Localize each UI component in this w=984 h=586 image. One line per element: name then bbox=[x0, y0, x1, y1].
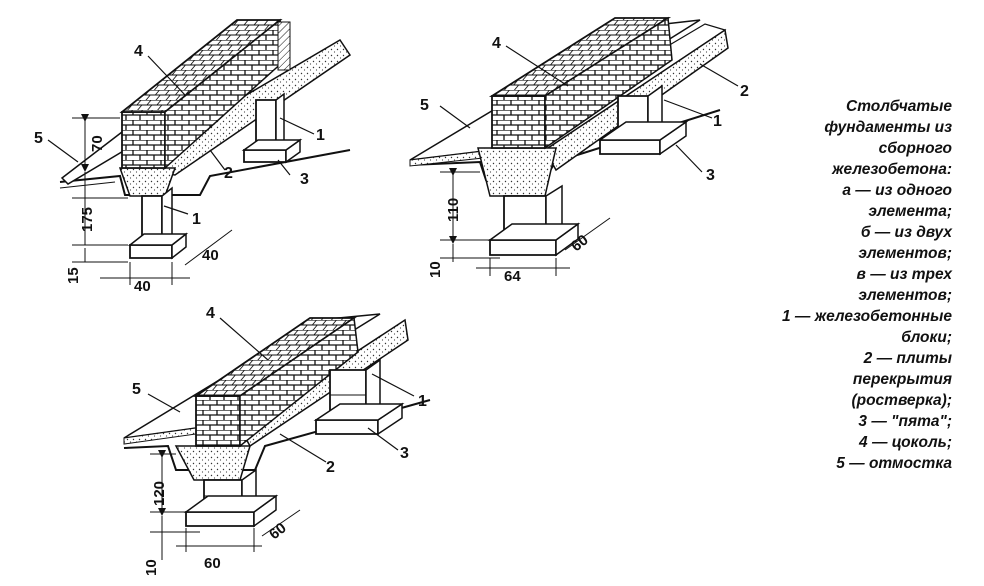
caption-line: железобетона: bbox=[832, 161, 952, 178]
dim-b-pad-d: 60 bbox=[568, 231, 592, 255]
callout-a-4: 4 bbox=[134, 43, 143, 60]
pad-b-far bbox=[599, 139, 661, 155]
dim-a-pad-h: 15 bbox=[65, 267, 82, 284]
caption-line: элемента; bbox=[868, 203, 952, 220]
caption-line: (ростверка); bbox=[851, 392, 952, 409]
diagram-b: 110 10 64 60 4 5 2 1 3 bbox=[409, 16, 749, 285]
dim-b-pillar: 110 bbox=[445, 198, 462, 222]
caption-line: б — из двух bbox=[860, 224, 952, 241]
caption-line: элементов; bbox=[858, 287, 952, 304]
dim-a-pillar: 175 bbox=[79, 207, 96, 232]
callout-a-1-near: 1 bbox=[192, 211, 201, 228]
callout-c-4: 4 bbox=[206, 305, 215, 322]
callout-a-1-far: 1 bbox=[316, 127, 325, 144]
caption-line: 1 — железобетонные bbox=[781, 308, 952, 325]
callout-c-3: 3 bbox=[400, 445, 409, 462]
pad-c-far bbox=[315, 419, 379, 435]
dim-b-pad-h: 10 bbox=[427, 261, 444, 278]
dim-a-pad-w: 40 bbox=[134, 278, 151, 295]
callout-a-5: 5 bbox=[34, 130, 43, 147]
pad-a-near bbox=[129, 244, 173, 259]
dim-a-pad-d: 40 bbox=[202, 247, 219, 264]
caption-line: 2 — плиты bbox=[863, 350, 952, 367]
callout-c-5: 5 bbox=[132, 381, 141, 398]
diagram-c: 120 10 60 60 4 5 1 2 3 bbox=[123, 305, 431, 576]
plinth-front-b bbox=[491, 95, 546, 149]
dim-c-pad-w: 60 bbox=[204, 555, 221, 572]
caption-line: блоки; bbox=[901, 329, 952, 346]
pad-a-far bbox=[243, 149, 287, 163]
callout-a-3: 3 bbox=[300, 171, 309, 188]
callout-b-4: 4 bbox=[492, 35, 501, 52]
ground-hatch bbox=[59, 181, 116, 189]
figure-caption: Столбчатые фундаменты из сборного железо… bbox=[760, 96, 952, 474]
caption-line: в — из трех bbox=[856, 266, 952, 283]
pad-c-near bbox=[185, 511, 255, 527]
caption-line: перекрытия bbox=[852, 371, 952, 388]
caption-line: Столбчатые bbox=[846, 98, 952, 115]
dim-a-plinth: 70 bbox=[89, 135, 106, 152]
callout-b-1: 1 bbox=[713, 113, 722, 130]
plinth-side-b bbox=[544, 16, 673, 150]
dim-b-pad-w: 64 bbox=[504, 268, 521, 285]
dim-c-pad-d: 60 bbox=[266, 519, 290, 543]
caption-line: 5 — отмостка bbox=[836, 455, 952, 472]
plinth-front-c bbox=[195, 395, 241, 447]
plinth-front-a bbox=[121, 111, 166, 169]
caption-line: элементов; bbox=[858, 245, 952, 262]
dim-c-pad-h: 10 bbox=[143, 559, 160, 576]
plinth-side-c bbox=[239, 316, 359, 448]
diagram-a: 70 175 15 40 40 4 5 2 1 3 1 bbox=[34, 18, 352, 295]
callout-b-3: 3 bbox=[706, 167, 715, 184]
dim-c-pillar: 120 bbox=[151, 481, 168, 506]
caption-line: а — из одного bbox=[842, 182, 952, 199]
callout-b-2: 2 bbox=[740, 83, 749, 100]
caption-line: 4 — цоколь; bbox=[859, 434, 952, 451]
callout-c-2: 2 bbox=[326, 459, 335, 476]
callout-a-2: 2 bbox=[224, 165, 233, 182]
caption-line: фундаменты из bbox=[824, 119, 952, 136]
pad-b-near bbox=[489, 239, 557, 256]
callout-c-1: 1 bbox=[418, 393, 427, 410]
callout-b-5: 5 bbox=[420, 97, 429, 114]
caption-line: 3 — "пята"; bbox=[858, 413, 952, 430]
caption-line: сборного bbox=[878, 140, 952, 157]
